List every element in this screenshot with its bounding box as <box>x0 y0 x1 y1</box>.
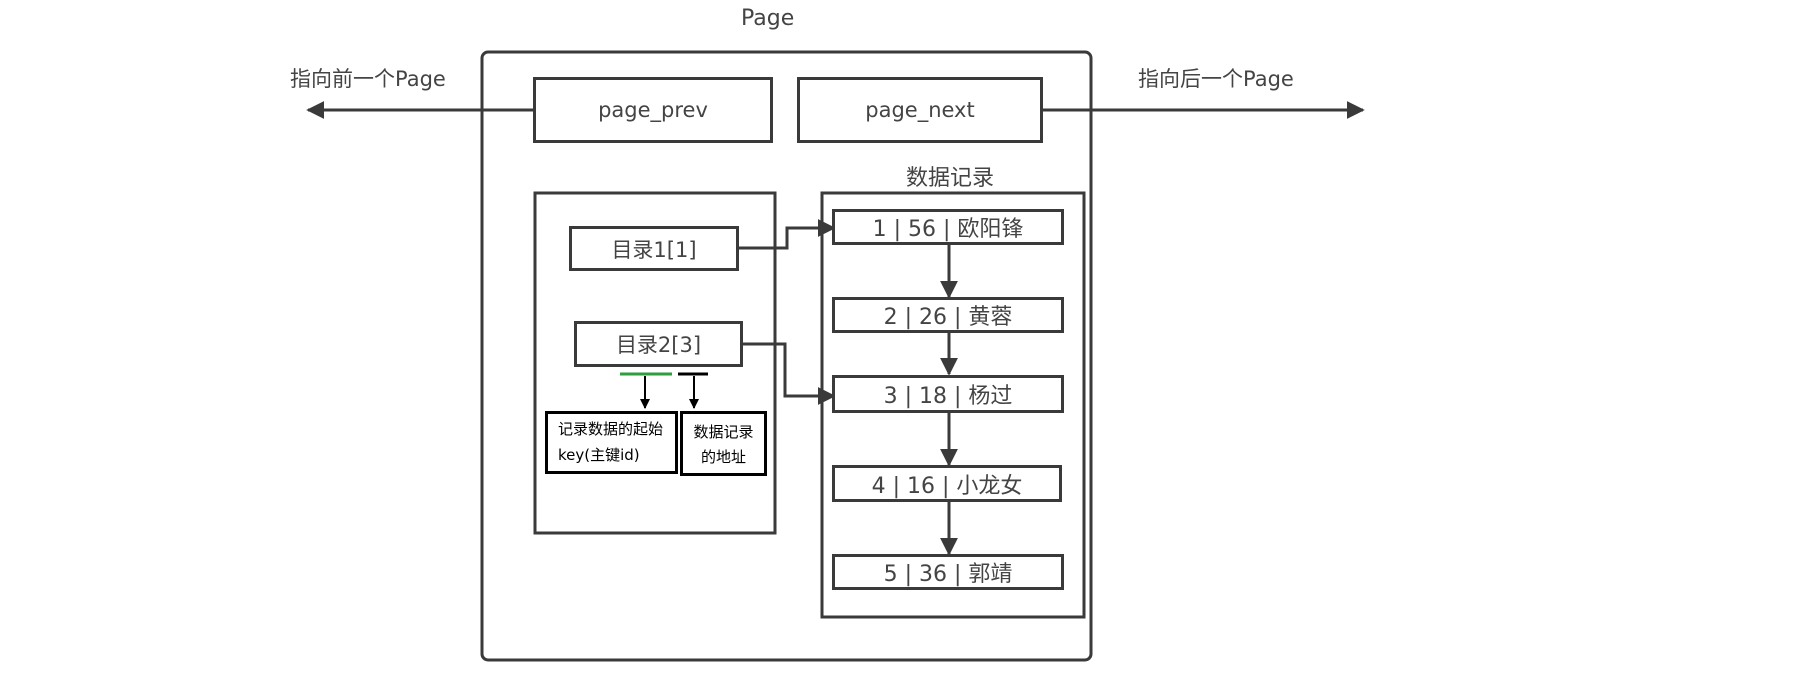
record-label: 4 | 16 | 小龙女 <box>871 473 1023 499</box>
page-prev-label: page_prev <box>598 98 708 122</box>
directory-container <box>533 191 777 535</box>
records-container <box>820 191 1086 619</box>
record-4: 4 | 16 | 小龙女 <box>832 465 1062 502</box>
record-5: 5 | 36 | 郭靖 <box>832 554 1064 590</box>
record-label: 2 | 26 | 黄蓉 <box>883 305 1013 330</box>
page-next-box: page_next <box>797 77 1043 143</box>
directory-entry-1: 目录1[1] <box>569 226 739 271</box>
directory-entry-label: 目录2[3] <box>615 333 702 357</box>
next-page-label: 指向后一个Page <box>1138 67 1294 91</box>
record-label: 3 | 18 | 杨过 <box>883 384 1013 409</box>
address-note: 数据记录 的地址 <box>680 411 767 476</box>
page-title: Page <box>741 6 795 31</box>
record-label: 1 | 56 | 欧阳锋 <box>872 217 1024 242</box>
records-title: 数据记录 <box>906 166 995 191</box>
page-prev-box: page_prev <box>533 77 773 143</box>
address-note-line2: 的地址 <box>700 448 746 466</box>
start-key-note: 记录数据的起始 key(主键id) <box>545 411 678 474</box>
directory-entry-label: 目录1[1] <box>611 237 697 262</box>
prev-page-label: 指向前一个Page <box>290 67 446 91</box>
record-3: 3 | 18 | 杨过 <box>832 375 1064 413</box>
start-key-note-line1: 记录数据的起始 <box>558 420 664 438</box>
directory2-to-record3-arrow <box>743 342 836 405</box>
record-2: 2 | 26 | 黄蓉 <box>832 297 1064 333</box>
start-key-note-line2: key(主键id) <box>558 446 640 464</box>
address-note-line1: 数据记录 <box>693 423 754 441</box>
directory1-to-record1-arrow <box>739 219 836 250</box>
record-1: 1 | 56 | 欧阳锋 <box>832 209 1064 245</box>
page-next-label: page_next <box>865 98 975 122</box>
record-label: 5 | 36 | 郭靖 <box>883 562 1013 587</box>
page-container <box>480 50 1093 662</box>
directory-entry-2: 目录2[3] <box>574 321 743 367</box>
